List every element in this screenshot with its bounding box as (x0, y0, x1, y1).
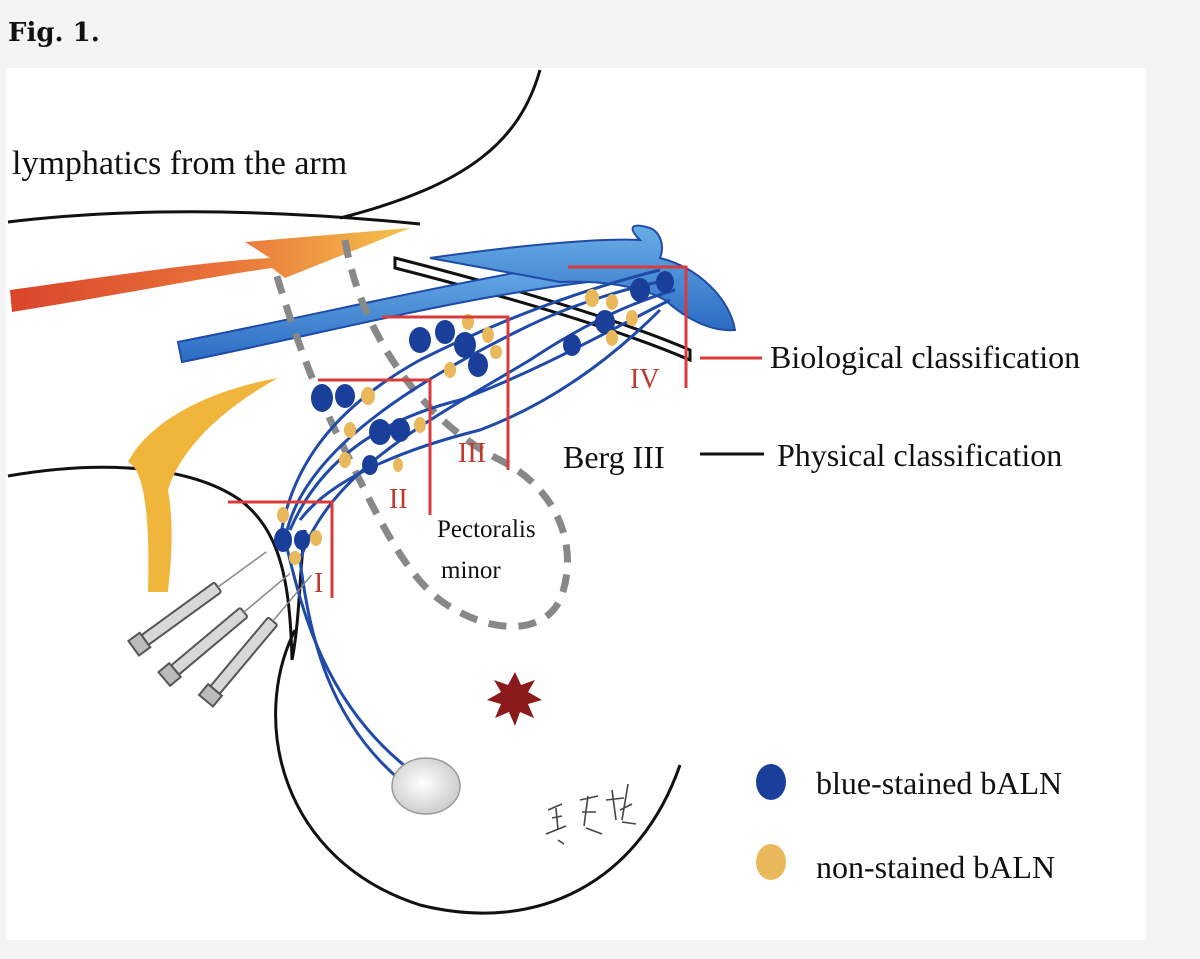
lymphatics-label: lymphatics from the arm (12, 145, 347, 182)
tan-node (490, 345, 502, 359)
blue-node (369, 419, 391, 445)
level-II-label: II (389, 484, 408, 515)
legend-blue-swatch (756, 764, 786, 800)
level-III-bracket (382, 315, 510, 470)
diagram-panel (6, 68, 1146, 940)
blue-node (390, 418, 410, 442)
syringe (126, 551, 267, 657)
tumor-icon (487, 672, 542, 726)
blue-stained-nodes (274, 271, 674, 552)
tan-node (361, 387, 375, 405)
level-IV-label: IV (630, 364, 660, 395)
tan-node (414, 417, 426, 433)
blue-node (274, 528, 292, 552)
tan-node (482, 327, 494, 343)
blue-node (294, 530, 310, 550)
subclavian-vein (429, 224, 737, 332)
blue-node (656, 271, 674, 293)
tan-node (339, 452, 351, 468)
biological-classification-label: Biological classification (770, 339, 1080, 375)
blue-node (409, 327, 431, 353)
level-III-label: III (458, 438, 486, 469)
syringe (157, 573, 291, 688)
level-brackets (228, 265, 762, 598)
areola (391, 757, 461, 815)
syringe (197, 574, 312, 708)
pectoralis-label: Pectoralis (437, 516, 536, 543)
tan-node (393, 458, 403, 472)
blue-node (435, 320, 455, 344)
tan-node (344, 422, 356, 438)
tan-node (606, 294, 618, 310)
legend: blue-stained bALN non-stained bALN (756, 764, 1062, 885)
tan-node (310, 530, 322, 546)
blue-node (630, 278, 650, 302)
legend-tan-label: non-stained bALN (816, 849, 1055, 885)
berg-level-label: Berg III (563, 439, 665, 475)
level-I-label: I (314, 568, 323, 599)
level-II-bracket (318, 378, 432, 515)
tan-node (585, 289, 599, 307)
legend-blue-label: blue-stained bALN (816, 765, 1062, 801)
minor-label: minor (441, 557, 501, 584)
yellow-lymph-arrow (128, 378, 278, 592)
blue-node (311, 384, 333, 412)
blue-node (468, 353, 488, 377)
pectoralis-minor-outline (271, 239, 571, 630)
tan-node (289, 551, 301, 565)
signature-mark (545, 783, 637, 845)
breast-outline (274, 629, 682, 915)
tan-node (626, 310, 638, 326)
level-I-bracket (228, 500, 334, 598)
tan-node (606, 330, 618, 346)
red-lymph-arrow (10, 228, 410, 312)
arm-outline-bottom (7, 465, 294, 661)
neck-outline (339, 69, 542, 220)
syringes (126, 551, 312, 708)
physical-classification-label: Physical classification (777, 437, 1062, 473)
blue-node (595, 310, 615, 334)
blue-node (563, 334, 581, 356)
tan-node (277, 507, 289, 523)
tan-node (444, 362, 456, 378)
blue-node (335, 384, 355, 408)
blue-node (362, 455, 378, 475)
arm-outline-top (7, 210, 421, 226)
legend-tan-swatch (756, 844, 786, 880)
level-IV-bracket (568, 265, 688, 388)
blue-node (454, 332, 476, 358)
figure-label: Fig. 1. (8, 18, 100, 48)
